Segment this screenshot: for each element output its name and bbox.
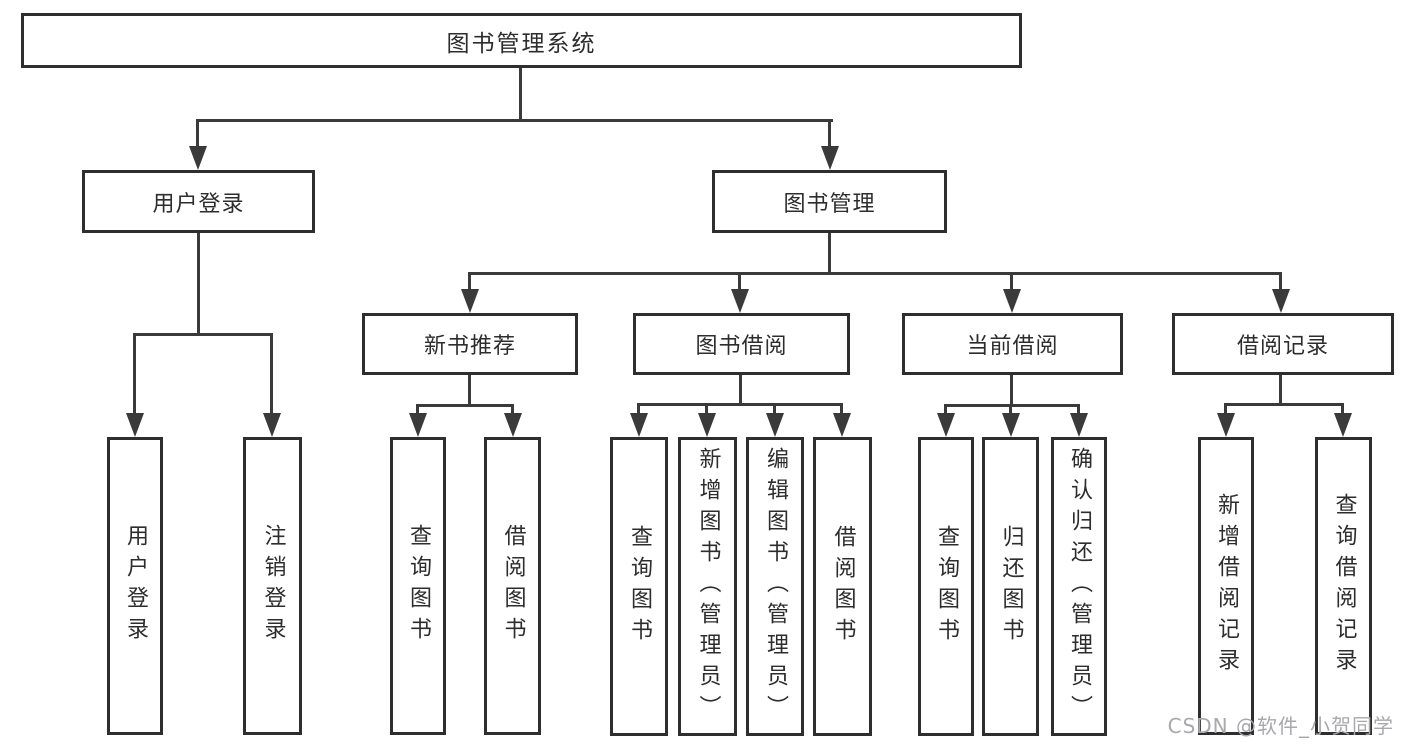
edge-book-mgmt-vline [828, 233, 831, 275]
edge-user-login-vline [197, 233, 200, 336]
arrowhead-leaf-return-book-icon [1002, 413, 1020, 437]
leaf-confirm-return-admin: 确认归还（管理员） [1051, 437, 1107, 736]
leaf-user-login-label: 用户登录 [123, 524, 148, 648]
edge-to-leaf-add-book [705, 403, 708, 413]
arrowhead-leaf-borrow-books-2-icon [833, 413, 851, 437]
arrowhead-leaf-borrow-books-1-icon [504, 413, 522, 437]
node-current-borrow: 当前借阅 [902, 313, 1123, 375]
leaf-query-books-2: 查询图书 [610, 437, 668, 736]
edge-to-leaf-query-books-1 [416, 404, 419, 413]
leaf-add-book-admin-label: 新增图书（管理员） [695, 447, 721, 726]
leaf-edit-book-admin: 编辑图书（管理员） [746, 437, 804, 736]
leaf-query-books-3-label: 查询图书 [934, 524, 959, 649]
node-borrow-records-label: 借阅记录 [1236, 334, 1329, 359]
leaf-logout-label: 注销登录 [260, 524, 286, 648]
arrowhead-user-login-icon [189, 146, 207, 170]
edge-to-leaf-query-record [1341, 403, 1344, 413]
arrowhead-current-borrow-icon [1003, 289, 1021, 313]
node-book-borrow-label: 图书借阅 [695, 334, 788, 359]
edge-borrow-records-hline [1224, 403, 1344, 406]
edge-root-to-user-login [196, 119, 199, 146]
edge-root-to-book-mgmt [828, 119, 831, 146]
leaf-logout: 注销登录 [243, 437, 302, 735]
edge-to-leaf-user-login [133, 333, 136, 413]
node-book-management: 图书管理 [712, 170, 947, 233]
leaf-query-books-3: 查询图书 [918, 437, 974, 736]
edge-to-borrow-records [1279, 272, 1282, 289]
edge-book-borrow-hline [637, 403, 843, 406]
csdn-watermark: CSDN @软件_小贺同学 [1167, 714, 1394, 738]
leaf-add-borrow-record: 新增借阅记录 [1198, 437, 1254, 735]
leaf-borrow-books-1-label: 借阅图书 [500, 524, 526, 648]
leaf-add-book-admin: 新增图书（管理员） [678, 437, 737, 736]
edge-root-vline [519, 68, 522, 121]
leaf-query-books-1-label: 查询图书 [406, 524, 431, 648]
node-new-book-recommend-label: 新书推荐 [423, 334, 516, 359]
arrowhead-leaf-edit-book-icon [766, 413, 784, 437]
edge-current-borrow-vline [1010, 375, 1013, 407]
arrowhead-leaf-add-book-icon [698, 413, 716, 437]
arrowhead-new-book-icon [461, 289, 479, 313]
leaf-query-borrow-record: 查询借阅记录 [1315, 437, 1372, 735]
edge-to-leaf-borrow-books-1 [511, 404, 514, 413]
arrowhead-leaf-query-record-icon [1334, 413, 1352, 437]
node-new-book-recommend: 新书推荐 [362, 313, 578, 375]
node-borrow-records: 借阅记录 [1172, 313, 1394, 375]
edge-borrow-records-vline [1279, 375, 1282, 406]
edge-to-book-borrow [738, 272, 741, 289]
leaf-borrow-books-2: 借阅图书 [813, 437, 872, 736]
node-user-login-label: 用户登录 [152, 191, 245, 217]
leaf-borrow-books-1: 借阅图书 [484, 437, 541, 735]
edge-to-leaf-logout [270, 333, 273, 413]
leaf-return-book-label: 归还图书 [998, 524, 1024, 649]
node-book-borrow: 图书借阅 [633, 313, 850, 375]
leaf-confirm-return-admin-label: 确认归还（管理员） [1067, 447, 1092, 726]
edge-root-hline [196, 119, 833, 122]
node-book-management-label: 图书管理 [783, 191, 876, 217]
edge-to-leaf-borrow-books-2 [840, 403, 843, 413]
arrowhead-leaf-logout-icon [263, 413, 281, 437]
node-current-borrow-label: 当前借阅 [966, 334, 1059, 359]
leaf-query-books-1: 查询图书 [390, 437, 446, 735]
edge-book-mgmt-hline [468, 272, 1282, 275]
leaf-edit-book-admin-label: 编辑图书（管理员） [763, 447, 788, 726]
edge-book-borrow-vline [739, 375, 742, 406]
arrowhead-borrow-records-icon [1272, 289, 1290, 313]
leaf-query-books-2-label: 查询图书 [627, 524, 652, 649]
leaf-query-borrow-record-label: 查询借阅记录 [1331, 493, 1357, 679]
edge-to-current-borrow [1010, 272, 1013, 289]
edge-to-leaf-add-record [1224, 403, 1227, 413]
node-user-login: 用户登录 [82, 170, 315, 233]
edge-to-new-book [468, 272, 471, 289]
edge-new-book-hline [416, 404, 514, 407]
edge-to-leaf-query-books-2 [637, 403, 640, 413]
arrowhead-book-mgmt-icon [821, 146, 839, 170]
leaf-add-borrow-record-label: 新增借阅记录 [1214, 493, 1239, 679]
edge-to-leaf-confirm-return [1077, 404, 1080, 413]
node-root: 图书管理系统 [21, 13, 1022, 68]
leaf-return-book: 归还图书 [982, 437, 1039, 736]
edge-new-book-vline [468, 375, 471, 407]
arrowhead-leaf-query-books-3-icon [937, 413, 955, 437]
edge-current-borrow-hline [944, 404, 1080, 407]
arrowhead-leaf-query-books-2-icon [630, 413, 648, 437]
edge-to-leaf-edit-book [773, 403, 776, 413]
edge-to-leaf-query-books-3 [944, 404, 947, 413]
arrowhead-book-borrow-icon [731, 289, 749, 313]
arrowhead-leaf-add-record-icon [1217, 413, 1235, 437]
leaf-user-login: 用户登录 [107, 437, 163, 735]
edge-to-leaf-return-book [1009, 404, 1012, 413]
arrowhead-leaf-confirm-return-icon [1070, 413, 1088, 437]
arrowhead-leaf-user-login-icon [126, 413, 144, 437]
node-root-label: 图书管理系统 [446, 30, 597, 57]
arrowhead-leaf-query-books-1-icon [409, 413, 427, 437]
leaf-borrow-books-2-label: 借阅图书 [830, 524, 856, 649]
edge-user-login-hline [133, 333, 273, 336]
